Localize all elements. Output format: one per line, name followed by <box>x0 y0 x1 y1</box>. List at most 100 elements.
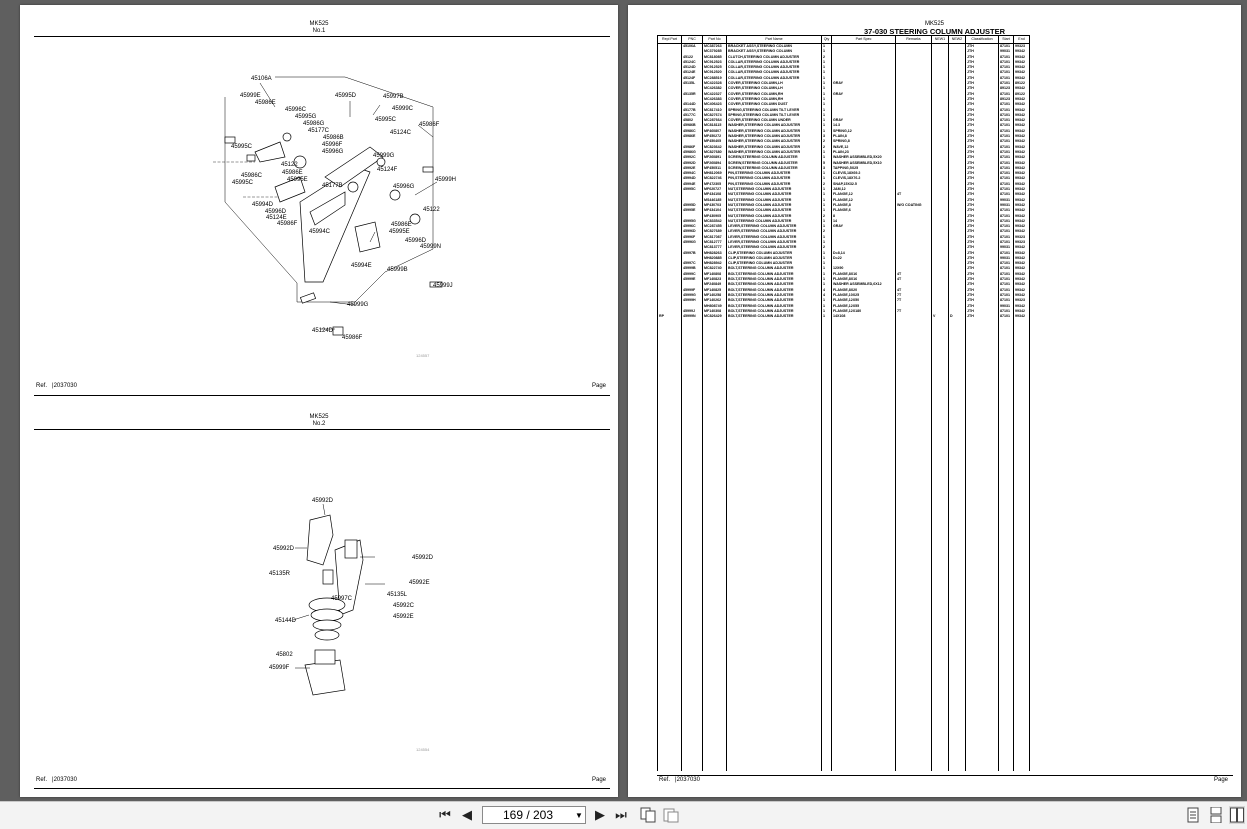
previous-page-button[interactable]: ◀ <box>460 806 474 824</box>
table-cell: 99342 <box>1013 303 1030 309</box>
svg-text:45992D: 45992D <box>312 498 334 504</box>
next-page-button[interactable]: ▶ <box>593 806 607 824</box>
table-cell: 99342 <box>1013 139 1030 145</box>
table-cell <box>681 319 703 772</box>
fit-page-icon <box>640 807 656 823</box>
model-title: MK525 <box>924 21 944 27</box>
table-cell: 99342 <box>1013 229 1030 235</box>
table-cell: 89122 <box>1013 81 1030 87</box>
last-page-button[interactable]: ⏭ <box>613 806 629 824</box>
svg-text:45995C: 45995C <box>231 144 253 150</box>
table-cell: 99342 <box>1013 118 1030 124</box>
column-header: Classification <box>965 35 999 44</box>
svg-text:45124E: 45124E <box>266 215 287 221</box>
svg-text:45124F: 45124F <box>377 167 398 173</box>
svg-text:45995E: 45995E <box>389 229 410 235</box>
divider <box>34 788 610 789</box>
svg-text:45999C: 45999C <box>392 106 414 112</box>
column-header: Start <box>998 35 1014 44</box>
table-cell <box>931 319 949 772</box>
svg-text:45992E: 45992E <box>393 614 414 620</box>
single-page-view-button[interactable] <box>1185 806 1201 824</box>
svg-text:45177C: 45177C <box>308 128 330 134</box>
facing-view-button[interactable] <box>1229 806 1245 824</box>
table-cell: 99342 <box>1013 59 1030 66</box>
svg-text:45124D: 45124D <box>312 328 334 334</box>
table-cell <box>895 319 932 772</box>
ref-label-1: Ref. |2037030 <box>36 383 77 389</box>
svg-text:45986C: 45986C <box>241 173 263 179</box>
svg-text:45994E: 45994E <box>351 263 372 269</box>
left-page: MK525 No.1 45106A <box>20 5 618 797</box>
table-cell: 99342 <box>1013 187 1030 193</box>
right-page: MK525 37-030 STEERING COLUMN ADJUSTER Re… <box>628 5 1241 797</box>
svg-text:45802: 45802 <box>276 652 293 658</box>
first-page-button[interactable]: ⏮ <box>437 806 453 824</box>
table-cell: 99342 <box>1013 261 1030 267</box>
svg-text:45106A: 45106A <box>251 76 272 82</box>
table-cell <box>726 319 822 772</box>
table-cell: 99323 <box>1013 298 1030 304</box>
ref-label: Ref. |2037030 <box>659 777 700 783</box>
fit-width-icon <box>663 808 679 823</box>
column-header: NEW2 <box>948 35 966 44</box>
fit-page-button[interactable] <box>639 806 657 824</box>
previous-page-icon: ◀ <box>462 807 472 822</box>
fit-width-button[interactable] <box>662 806 680 824</box>
table-cell: 99342 <box>1013 208 1030 214</box>
svg-text:45995G: 45995G <box>295 114 317 120</box>
svg-text:45986F: 45986F <box>419 122 440 128</box>
table-cell: 99342 <box>1013 213 1030 219</box>
svg-text:45994D: 45994D <box>252 202 274 208</box>
figure-stamp-2: 124554 <box>416 747 430 752</box>
table-cell: 99342 <box>1013 314 1030 320</box>
table-cell: 99342 <box>1013 49 1030 55</box>
table-cell: 99342 <box>1013 266 1030 272</box>
page-number-select[interactable]: 169 / 203 ▼ <box>482 806 586 824</box>
table-cell <box>998 319 1014 772</box>
viewer-toolbar: ⏮ ◀ 169 / 203 ▼ ▶ ⏭ <box>0 801 1247 829</box>
table-cell <box>821 319 832 772</box>
facing-pages-icon <box>1230 807 1244 823</box>
parts-diagram-2: 45992D 45992D 45135R 45992D 45997C 45992… <box>269 498 434 696</box>
column-header: Remarks <box>895 35 932 44</box>
svg-text:45992D: 45992D <box>273 546 295 552</box>
svg-text:45986E: 45986E <box>391 222 412 228</box>
column-header: PNC <box>681 35 703 44</box>
page-number-value: 169 / 203 <box>502 808 554 822</box>
column-header: Part Spec <box>831 35 896 44</box>
figure-number-1: No.1 <box>312 28 326 34</box>
table-cell: 99342 <box>1013 197 1030 203</box>
parts-diagram-1: 45106A 45999E 45986E 45995D 45997B 45996… <box>213 76 456 341</box>
continuous-view-button[interactable] <box>1208 806 1224 824</box>
table-cell: 99342 <box>1013 218 1030 225</box>
table-cell: 99342 <box>1013 271 1030 278</box>
svg-text:45996C: 45996C <box>285 107 307 113</box>
svg-text:45999G: 45999G <box>347 302 369 308</box>
divider <box>657 775 1233 776</box>
svg-text:45992D: 45992D <box>412 555 434 561</box>
table-cell: 99342 <box>1013 176 1030 182</box>
